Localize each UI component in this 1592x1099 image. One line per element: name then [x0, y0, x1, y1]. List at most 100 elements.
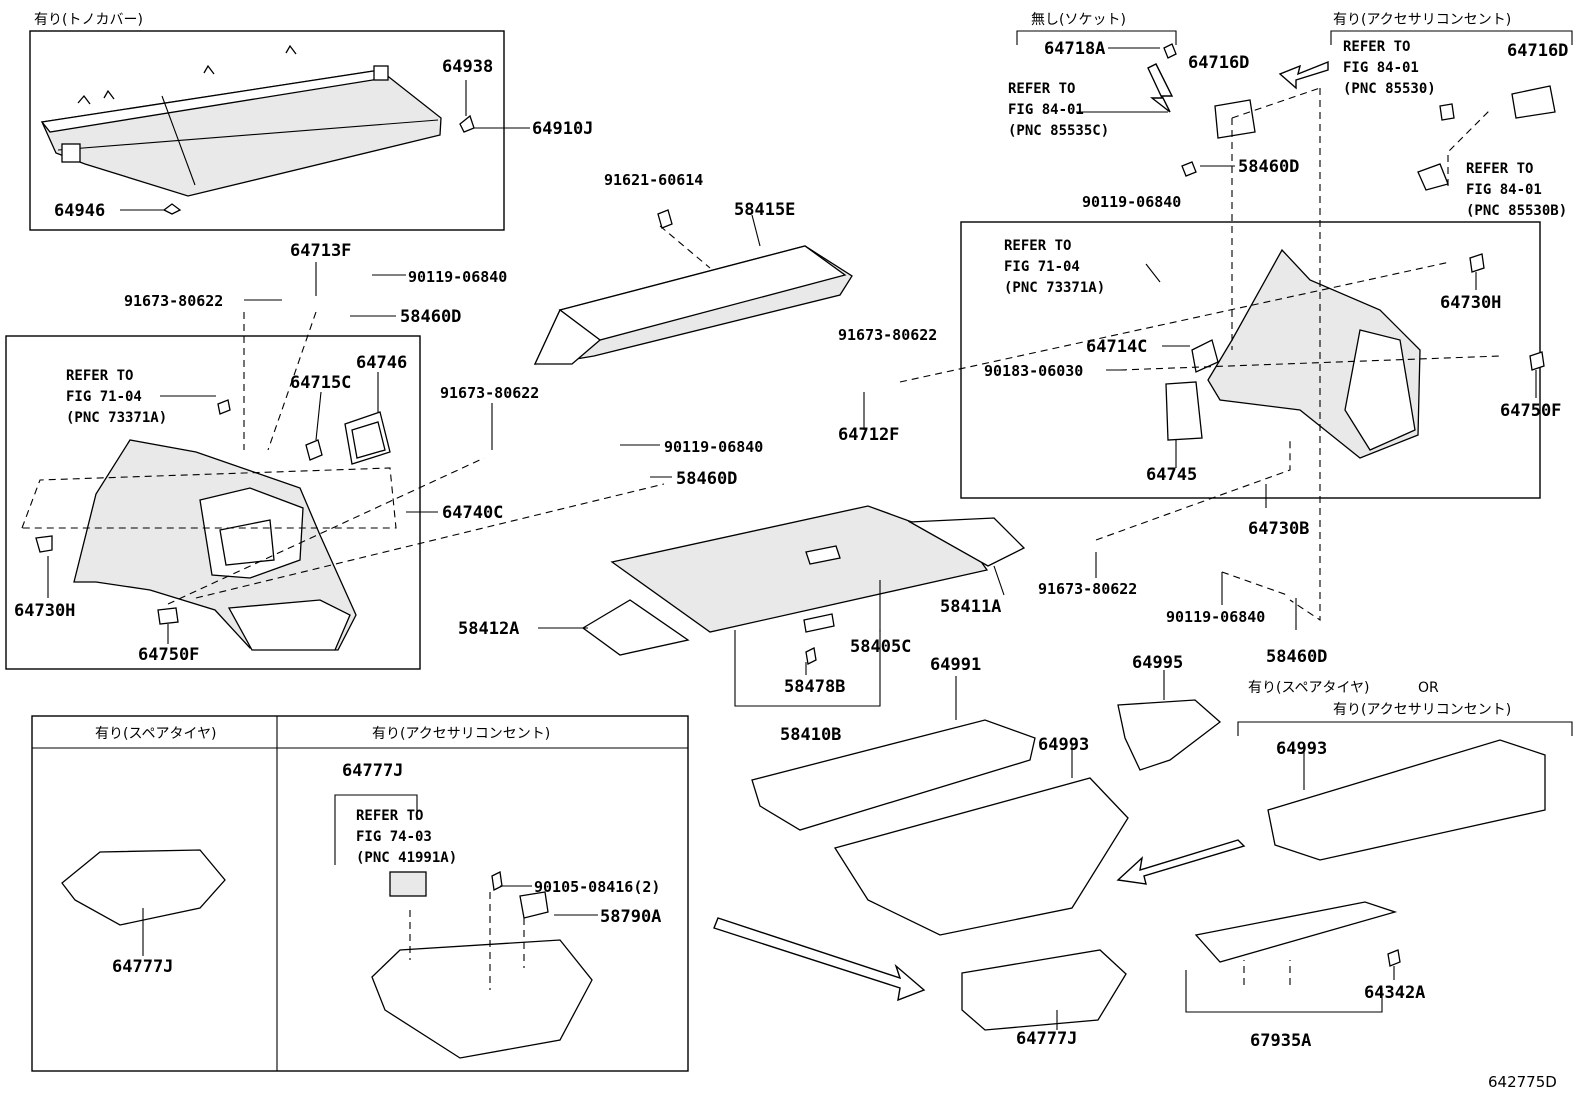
left-side-trim-drawing [35, 399, 391, 651]
left-side-trim-frame [5, 335, 421, 670]
label-67935A: 67935A [1250, 1031, 1311, 1051]
label-90119-c: 90119-06840 [664, 438, 763, 456]
arrow-64716D [1278, 60, 1329, 90]
svg-text:REFER TO: REFER TO [1466, 161, 1533, 177]
section-frames [5, 30, 1573, 1072]
label-64740C: 64740C [442, 503, 503, 523]
67935A-bracket [1185, 970, 1383, 1013]
direction-arrows [713, 60, 1329, 1002]
label-91621: 91621-60614 [604, 171, 703, 189]
label-acc-outlet-top: 有り(アクセサリコンセント) [1333, 12, 1511, 28]
label-acc-outlet-box: 有り(アクセサリコンセント) [372, 726, 550, 742]
svg-text:(PNC 73371A): (PNC 73371A) [66, 410, 167, 426]
label-90105: 90105-08416(2) [534, 878, 660, 896]
label-64938: 64938 [442, 57, 493, 77]
label-90119-a: 90119-06840 [1082, 193, 1181, 211]
svg-text:FIG 71-04: FIG 71-04 [1004, 259, 1080, 275]
label-64777J-b: 64777J [342, 761, 403, 781]
svg-text:FIG 74-03: FIG 74-03 [356, 829, 432, 845]
figure-id: 642775D [1488, 1073, 1557, 1091]
label-58405C: 58405C [850, 637, 911, 657]
label-64712F: 64712F [838, 425, 899, 445]
svg-text:FIG 84-01: FIG 84-01 [1343, 60, 1419, 76]
svg-text:REFER TO: REFER TO [1008, 81, 1075, 97]
part-labels: 64938 64910J 64946 64718A 64716D 64716D … [14, 39, 1568, 1051]
label-64730H-b: 64730H [1440, 293, 1501, 313]
label-spare-or-a: 有り(スペアタイヤ) [1248, 680, 1370, 696]
label-spare-or-b: 有り(アクセサリコンセント) [1333, 702, 1511, 718]
label-58460D-d: 58460D [1266, 647, 1327, 667]
label-58410B: 58410B [780, 725, 841, 745]
spare-tire-table-frame [31, 715, 689, 1072]
label-91673-d: 91673-80622 [1038, 580, 1137, 598]
64777J-bracket [334, 794, 418, 865]
svg-text:(PNC 85530B): (PNC 85530B) [1466, 203, 1567, 219]
label-58460D-c: 58460D [676, 469, 737, 489]
section-labels: 有り(トノカバー) 無し(ソケット) 有り(アクセサリコンセント) 有り(スペア… [34, 12, 1557, 1091]
svg-text:FIG 84-01: FIG 84-01 [1008, 102, 1084, 118]
tonneau-cover-frame [29, 30, 505, 231]
label-64946: 64946 [54, 201, 105, 221]
label-64777J-c: 64777J [1016, 1029, 1077, 1049]
label-spare-tire-box: 有り(スペアタイヤ) [95, 726, 217, 742]
label-64715C: 64715C [290, 373, 351, 393]
svg-text:(PNC 85530): (PNC 85530) [1343, 81, 1436, 97]
58410B-bracket [734, 630, 881, 707]
no-socket-bracket [1016, 30, 1177, 45]
ref-85530B: REFER TO FIG 84-01 (PNC 85530B) [1466, 161, 1567, 219]
svg-text:REFER TO: REFER TO [1004, 238, 1071, 254]
label-64991: 64991 [930, 655, 981, 675]
spare-or-bracket [1237, 721, 1573, 736]
label-no-socket: 無し(ソケット) [1031, 12, 1126, 28]
label-90119-d: 90119-06840 [1166, 608, 1265, 626]
label-64993-b: 64993 [1276, 739, 1327, 759]
svg-text:FIG 71-04: FIG 71-04 [66, 389, 142, 405]
ref-41991A: REFER TO FIG 74-03 (PNC 41991A) [356, 808, 457, 866]
arrow-64718A [1147, 63, 1174, 113]
leader-lines [47, 47, 1537, 1030]
label-91673-c: 91673-80622 [838, 326, 937, 344]
label-64718A: 64718A [1044, 39, 1105, 59]
svg-text:REFER TO: REFER TO [356, 808, 423, 824]
label-64993-a: 64993 [1038, 735, 1089, 755]
label-91673-a: 91673-80622 [124, 292, 223, 310]
label-64777J-a: 64777J [112, 957, 173, 977]
ref-85535C: REFER TO FIG 84-01 (PNC 85535C) [1008, 81, 1109, 139]
label-58478B: 58478B [784, 677, 845, 697]
label-64716D-b: 64716D [1507, 41, 1568, 61]
label-tonneau: 有り(トノカバー) [34, 12, 143, 28]
svg-text:REFER TO: REFER TO [1343, 39, 1410, 55]
label-64910J: 64910J [532, 119, 593, 139]
right-side-trim-drawing [1163, 43, 1556, 459]
spare-tire-trays-drawing [61, 849, 593, 1059]
arrow-64777J [713, 917, 926, 1002]
dashed-assembly-lines [21, 87, 1501, 990]
svg-text:FIG 84-01: FIG 84-01 [1466, 182, 1542, 198]
label-64750F-a: 64750F [138, 645, 199, 665]
label-58460D-a: 58460D [1238, 157, 1299, 177]
svg-text:REFER TO: REFER TO [66, 368, 133, 384]
label-58415E: 58415E [734, 200, 795, 220]
svg-text:(PNC 73371A): (PNC 73371A) [1004, 280, 1105, 296]
label-64342A: 64342A [1364, 983, 1425, 1003]
label-64730H-a: 64730H [14, 601, 75, 621]
upper-panel-58415E-drawing [533, 209, 853, 365]
storage-boxes-drawing [751, 699, 1546, 1031]
label-64716D-a: 64716D [1188, 53, 1249, 73]
ref-73371A-left: REFER TO FIG 71-04 (PNC 73371A) [66, 368, 167, 426]
label-91673-b: 91673-80622 [440, 384, 539, 402]
label-58412A: 58412A [458, 619, 519, 639]
floor-board-drawing [581, 505, 1026, 665]
label-64995: 64995 [1132, 653, 1183, 673]
acc-outlet-bracket [1330, 30, 1573, 45]
label-or: OR [1418, 680, 1439, 696]
label-90183: 90183-06030 [984, 362, 1083, 380]
svg-text:(PNC 85535C): (PNC 85535C) [1008, 123, 1109, 139]
label-58460D-b: 58460D [400, 307, 461, 327]
label-64713F: 64713F [290, 241, 351, 261]
arrow-64993 [1116, 839, 1246, 885]
tonneau-cover-drawing [40, 44, 475, 215]
ref-85530: REFER TO FIG 84-01 (PNC 85530) [1343, 39, 1436, 97]
label-58411A: 58411A [940, 597, 1001, 617]
